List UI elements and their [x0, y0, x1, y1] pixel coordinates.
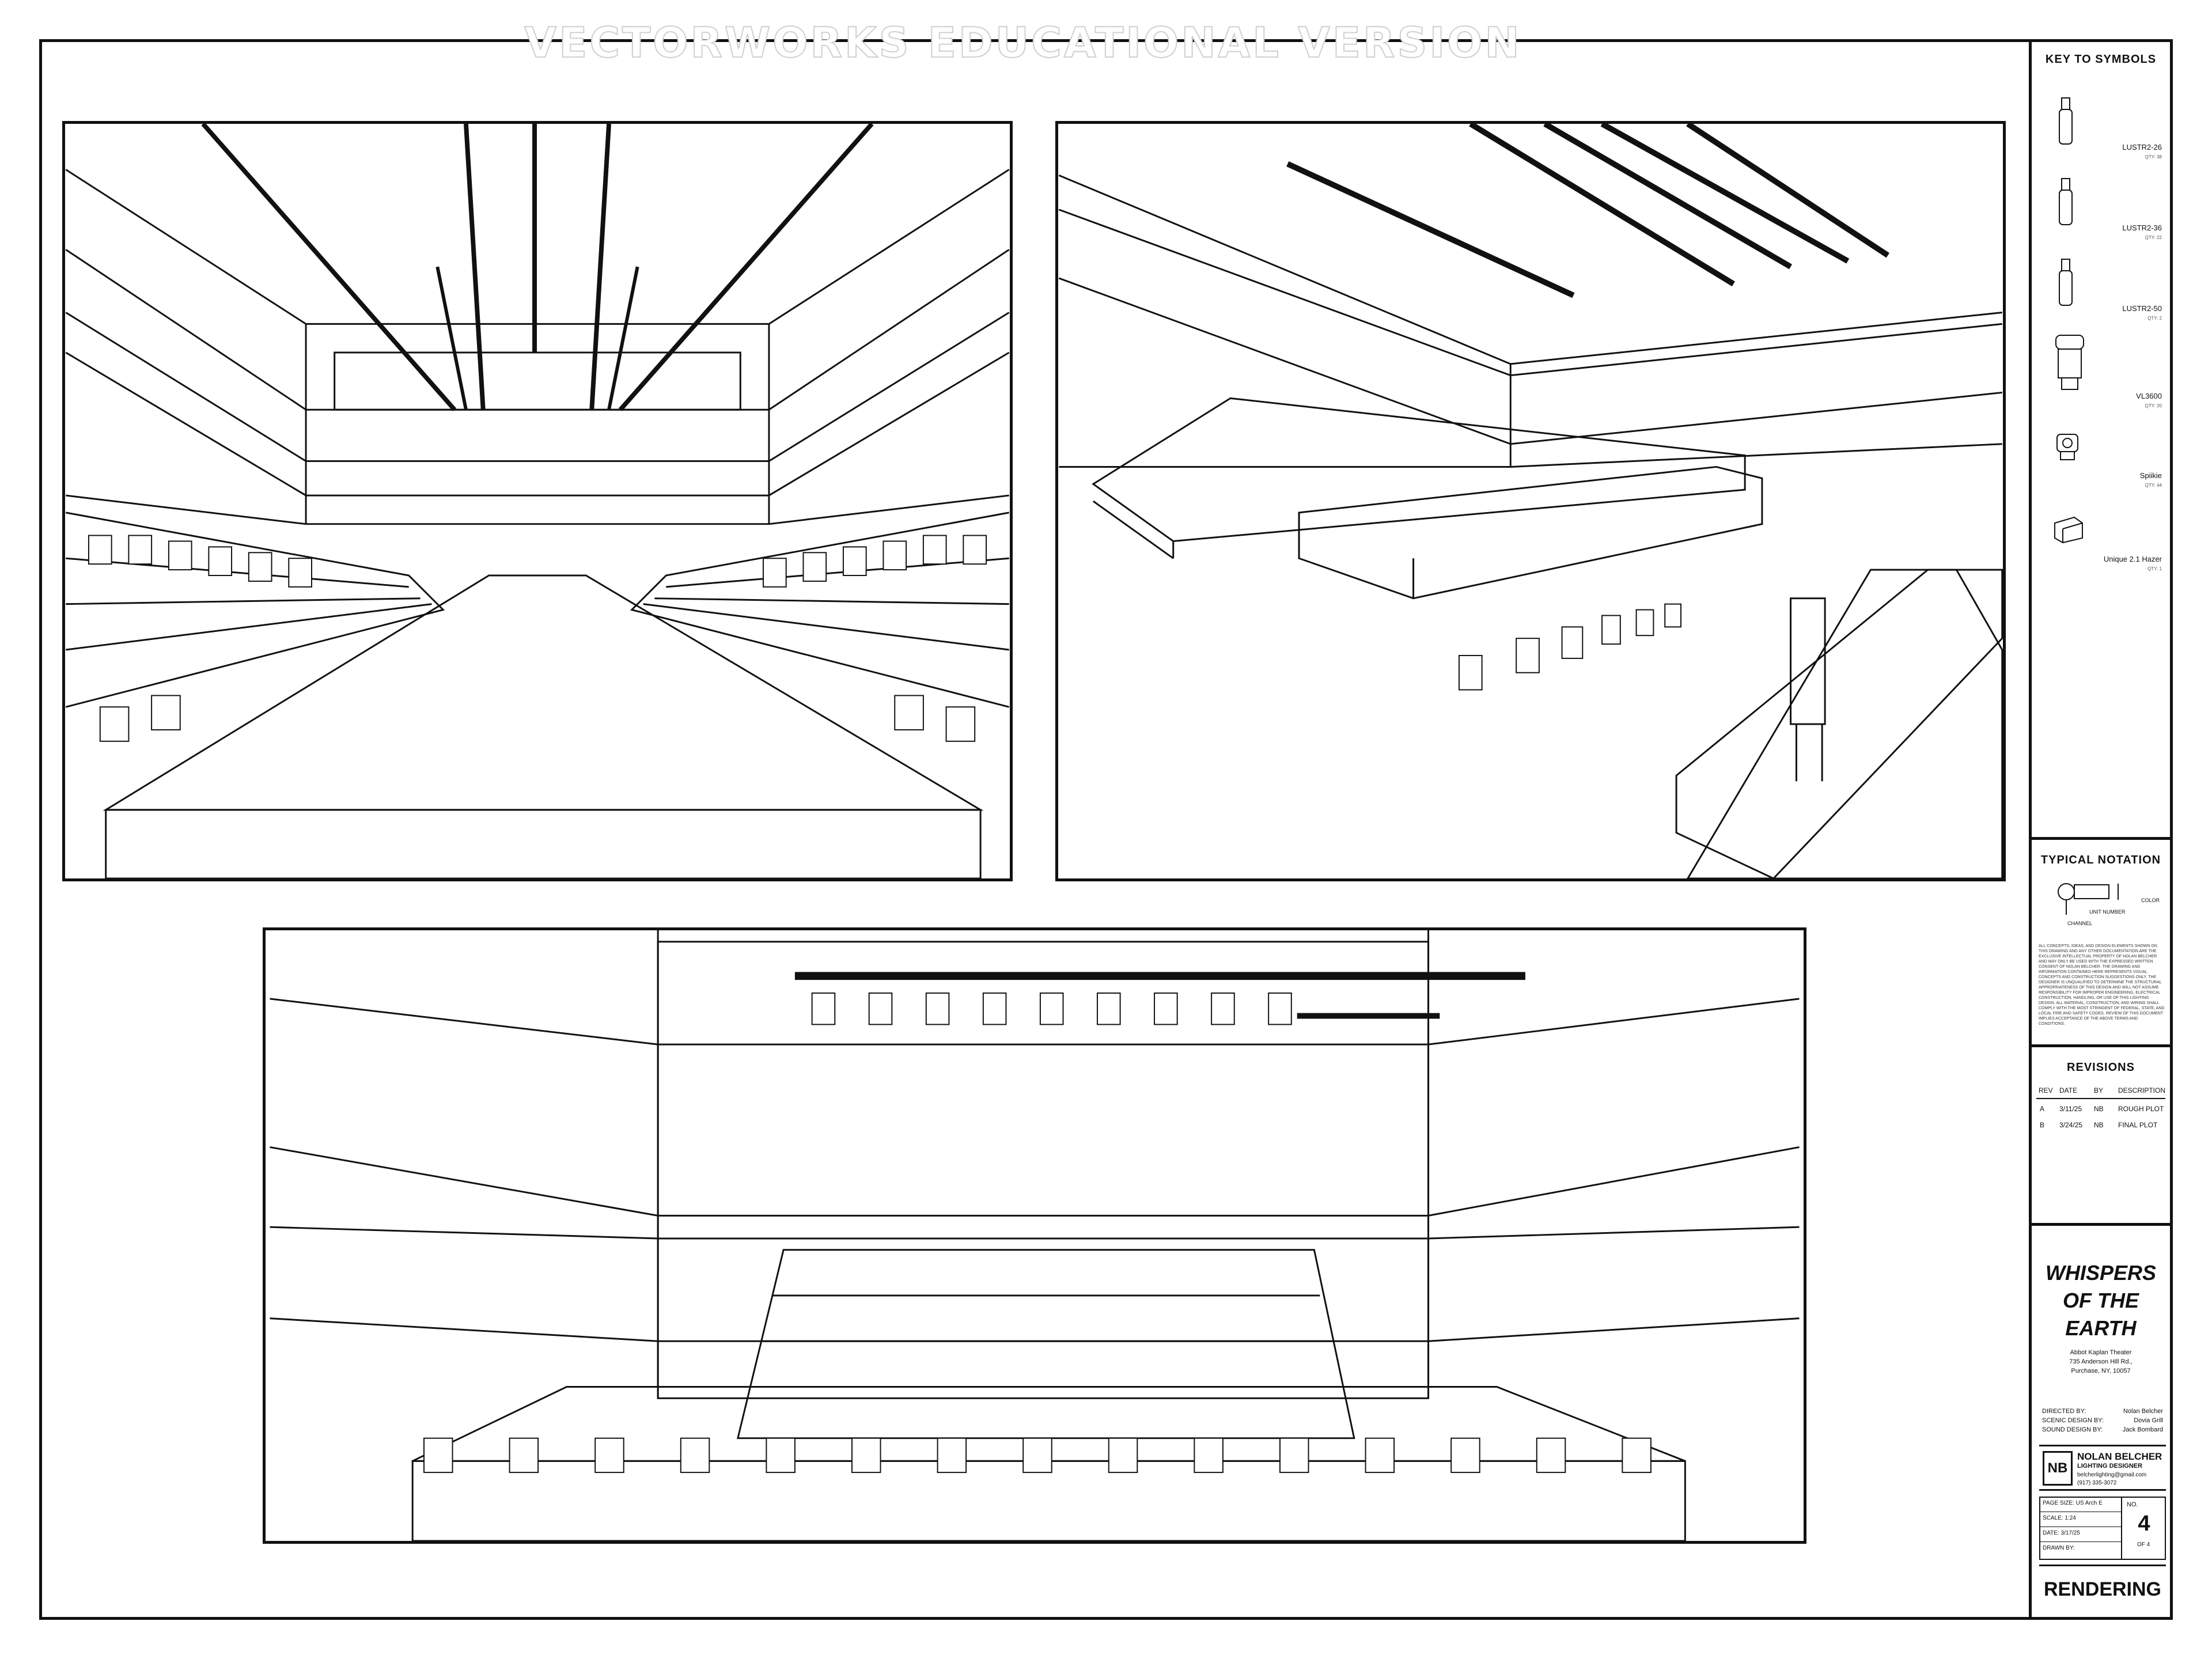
revisions-title: REVISIONS	[2067, 1061, 2135, 1074]
hazer-icon	[2054, 516, 2083, 544]
key-item-label: LUSTR2-26	[2122, 143, 2162, 151]
show-title-line-2: OF THE	[2063, 1289, 2139, 1312]
key-item-label: LUSTR2-36	[2122, 224, 2162, 232]
designer-name: NOLAN BELCHER	[2077, 1451, 2162, 1462]
sheet-title: RENDERING	[2039, 1565, 2166, 1614]
rendering-view-upstage	[263, 927, 1806, 1544]
legal-notice: ALL CONCEPTS, IDEAS, AND DESIGN ELEMENTS…	[2039, 944, 2165, 1026]
revision-row-b-rev: B	[2040, 1121, 2045, 1129]
ellipsoidal-icon	[2059, 259, 2073, 306]
key-item-qty: QTY: 22	[2145, 235, 2162, 240]
key-to-symbols-panel: KEY TO SYMBOLS LUSTR2-26 QTY: 38 LUSTR2-…	[2032, 39, 2173, 840]
key-item-qty: QTY: 1	[2147, 566, 2162, 571]
revision-row-a-by: NB	[2094, 1105, 2104, 1113]
revision-row-a-description: ROUGH PLOT	[2118, 1105, 2164, 1113]
revision-row-b-by: NB	[2094, 1121, 2104, 1129]
rendering-center-runway-drawing	[65, 124, 1010, 878]
moving-head-icon	[2055, 335, 2084, 390]
title-block-divider	[2029, 39, 2032, 1620]
key-item-vl3600: VL3600 QTY: 20	[2032, 333, 2170, 408]
notation-diagram-icon	[2058, 883, 2119, 915]
key-item-qty: QTY: 44	[2145, 483, 2162, 488]
key-item-label: Unique 2.1 Hazer	[2103, 555, 2162, 563]
typical-notation-panel: TYPICAL NOTATION COLOR UNIT NUMBER CHANN…	[2032, 840, 2173, 1047]
revision-row-a-date: 3/11/25	[2059, 1105, 2082, 1113]
key-item-qty: QTY: 2	[2147, 316, 2162, 321]
credit-role: SCENIC DESIGN BY:	[2042, 1417, 2104, 1424]
ellipsoidal-icon	[2059, 97, 2073, 145]
revisions-header-rev: REV	[2039, 1086, 2053, 1094]
key-to-symbols-title: KEY TO SYMBOLS	[2045, 53, 2157, 66]
sheet-no-label: NO.	[2127, 1501, 2138, 1508]
designer-logo: NB	[2043, 1451, 2073, 1486]
revision-row-b-date: 3/24/25	[2059, 1121, 2083, 1129]
sheet-of-label: OF 4	[2137, 1541, 2150, 1548]
revisions-header-rule	[2036, 1098, 2165, 1099]
key-item-label: LUSTR2-50	[2122, 304, 2162, 313]
key-item-lustr2-26: LUSTR2-26 QTY: 38	[2032, 91, 2170, 160]
revisions-header-date: DATE	[2059, 1086, 2078, 1094]
ellipsoidal-icon	[2059, 178, 2073, 225]
drawn-by: DRAWN BY:	[2043, 1545, 2075, 1551]
credit-role: DIRECTED BY:	[2042, 1408, 2086, 1415]
show-title-line-3: EARTH	[2065, 1316, 2137, 1340]
rendering-view-center-runway	[62, 121, 1013, 881]
key-item-lustr2-36: LUSTR2-36 QTY: 22	[2032, 172, 2170, 241]
key-item-qty: QTY: 38	[2145, 154, 2162, 160]
credit-name: Jack Bombard	[2122, 1426, 2163, 1433]
notation-color-label: COLOR	[2141, 897, 2160, 903]
designer-email: belcherlighting@gmail.com	[2077, 1472, 2147, 1478]
scale: SCALE: 1:24	[2043, 1515, 2076, 1521]
revisions-panel: REVISIONS REV DATE BY DESCRIPTION A 3/11…	[2032, 1047, 2173, 1226]
watermark: VECTORWORKS EDUCATIONAL VERSION	[524, 18, 1522, 67]
venue-name: Abbot Kaplan Theater	[2070, 1349, 2132, 1356]
sheet-number: 4	[2138, 1512, 2150, 1536]
rendering-corner-perspective-drawing	[1058, 124, 2003, 878]
sheet-info-rule	[2040, 1541, 2121, 1542]
rendering-view-corner-perspective	[1055, 121, 2006, 881]
key-item-lustr2-50: LUSTR2-50 QTY: 2	[2032, 252, 2170, 321]
sheet-border	[39, 39, 2173, 1620]
notation-unit-number-label: UNIT NUMBER	[2089, 909, 2126, 915]
designer-block: NB NOLAN BELCHER LIGHTING DESIGNER belch…	[2039, 1445, 2166, 1491]
show-title-line-1: WHISPERS	[2045, 1261, 2157, 1285]
spiikie-icon	[2056, 434, 2078, 460]
venue-address-line-2: Purchase, NY, 10057	[2071, 1368, 2131, 1374]
credit-name: Dovia Grill	[2134, 1417, 2163, 1424]
designer-role: LIGHTING DESIGNER	[2077, 1463, 2143, 1469]
key-item-label: VL3600	[2136, 392, 2162, 400]
show-info-panel: WHISPERS OF THE EARTH Abbot Kaplan Theat…	[2032, 1226, 2173, 1445]
sheet-info-block: PAGE SIZE: US Arch E SCALE: 1:24 DATE: 3…	[2039, 1497, 2166, 1560]
page-size: PAGE SIZE: US Arch E	[2043, 1500, 2103, 1506]
revision-row-b-description: FINAL PLOT	[2118, 1121, 2158, 1129]
revisions-header-by: BY	[2094, 1086, 2104, 1094]
revisions-header-description: DESCRIPTION	[2118, 1086, 2166, 1094]
key-item-qty: QTY: 20	[2145, 403, 2162, 408]
venue-address-line-1: 735 Anderson Hill Rd.,	[2069, 1358, 2133, 1365]
credit-name: Nolan Belcher	[2123, 1408, 2163, 1415]
key-item-hazer: Unique 2.1 Hazer QTY: 1	[2032, 494, 2170, 571]
revision-row-a-rev: A	[2040, 1105, 2045, 1113]
key-item-spiikie: Spiikie QTY: 44	[2032, 414, 2170, 488]
notation-channel-label: CHANNEL	[2067, 921, 2093, 926]
sheet-info-fields: PAGE SIZE: US Arch E SCALE: 1:24 DATE: 3…	[2040, 1498, 2122, 1559]
credit-role: SOUND DESIGN BY:	[2042, 1426, 2103, 1433]
typical-notation-title: TYPICAL NOTATION	[2040, 854, 2161, 866]
rendering-upstage-drawing	[270, 930, 1800, 1541]
date: DATE: 3/17/25	[2043, 1530, 2080, 1536]
designer-phone: (917) 335-3072	[2077, 1480, 2117, 1486]
key-item-label: Spiikie	[2139, 471, 2162, 480]
